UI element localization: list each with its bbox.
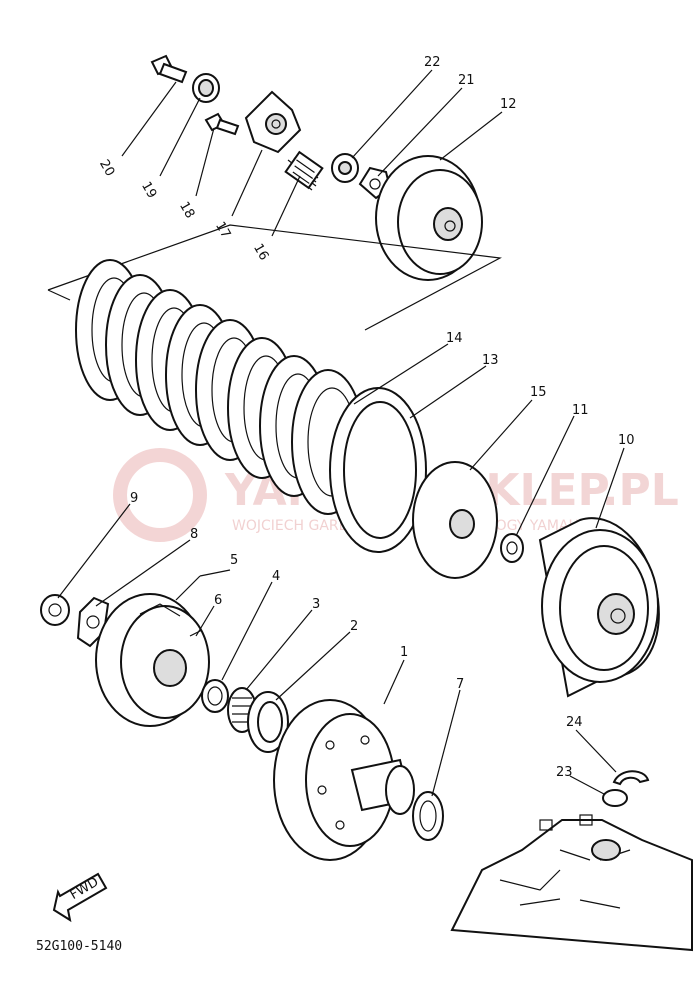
- leader-lines: [57, 69, 625, 797]
- callout-labels: 1 2 3 4 5 6 7 8 9 10 11 12 13 14 15 16 1…: [96, 55, 634, 780]
- part-17-plate: [244, 90, 302, 154]
- part-13-friction-plate: [329, 387, 427, 553]
- callout-1: 1: [400, 645, 408, 660]
- front-direction-marker: FWD: [52, 872, 108, 923]
- callout-23: 23: [556, 765, 573, 780]
- part-9-washer: [40, 594, 70, 626]
- callout-18: 18: [176, 199, 197, 221]
- part-24-circlip: [612, 770, 650, 786]
- callout-19: 19: [138, 179, 159, 201]
- callout-14: 14: [446, 331, 463, 346]
- callout-8: 8: [190, 527, 198, 542]
- callout-6: 6: [214, 593, 222, 608]
- part-22-nut: [331, 153, 359, 183]
- engine-case: [450, 814, 693, 952]
- callout-20: 20: [96, 157, 117, 179]
- callout-7: 7: [456, 677, 464, 692]
- part-18-screw: [204, 112, 240, 136]
- callout-17: 17: [212, 219, 233, 241]
- callout-12: 12: [500, 97, 517, 112]
- callout-4: 4: [272, 569, 280, 584]
- callout-9: 9: [130, 491, 138, 506]
- part-5-6-carrier: [95, 593, 210, 727]
- part-10-clutch-housing: [538, 517, 660, 698]
- part-12-gear: [375, 155, 483, 281]
- callout-24: 24: [566, 715, 583, 730]
- callout-5: 5: [230, 553, 238, 568]
- callout-11: 11: [572, 403, 589, 418]
- callout-10: 10: [618, 433, 635, 448]
- diagram-code: 52G100-5140: [36, 939, 122, 954]
- part-7-seal: [412, 791, 444, 841]
- part-20-bolt: [150, 54, 188, 84]
- watermark-logo: [113, 448, 207, 542]
- part-15-plate: [412, 461, 498, 579]
- part-19-bearing: [192, 73, 220, 103]
- part-1-clutch-drum: [273, 699, 415, 861]
- callout-22: 22: [424, 55, 441, 70]
- plates-bracket: [47, 224, 502, 331]
- part-11-washer: [500, 533, 524, 563]
- callout-3: 3: [312, 597, 320, 612]
- callout-15: 15: [530, 385, 547, 400]
- callout-13: 13: [482, 353, 499, 368]
- part-4-ring: [201, 679, 229, 713]
- part-16-spring: [284, 150, 324, 191]
- part-23-pin: [602, 789, 628, 807]
- part-2-one-way-clutch: [247, 691, 289, 753]
- callout-16: 16: [250, 241, 271, 263]
- callout-21: 21: [458, 73, 475, 88]
- callout-2: 2: [350, 619, 358, 634]
